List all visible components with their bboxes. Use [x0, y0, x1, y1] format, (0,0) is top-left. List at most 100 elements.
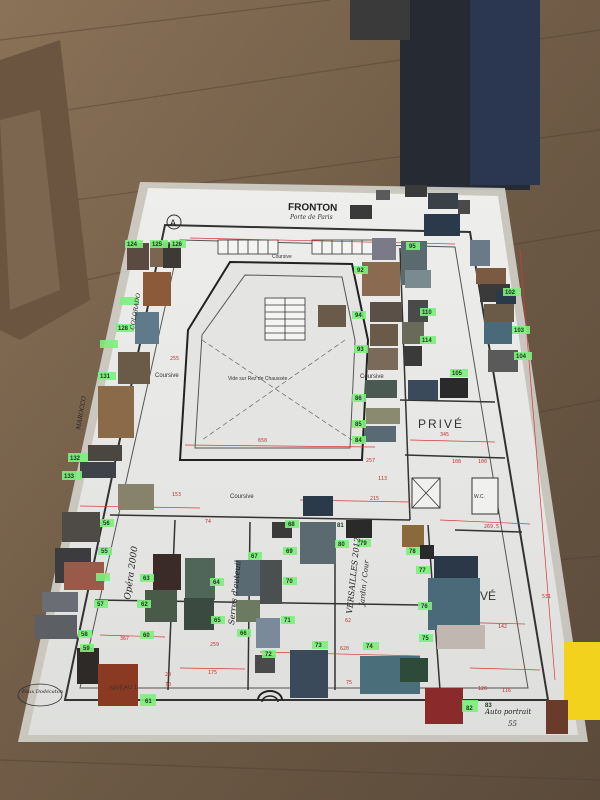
tag-124: 124	[127, 242, 138, 248]
plan-subtitle: Porte de Paris	[289, 214, 333, 221]
tag-95: 95	[409, 244, 416, 250]
wc-room	[471, 477, 499, 515]
tag-69: 69	[286, 549, 293, 555]
dim-620: 620	[340, 646, 349, 652]
tag-131: 131	[100, 374, 111, 380]
room-auto-portrait: Auto portrait	[484, 708, 531, 716]
dim-120: 120	[478, 686, 487, 692]
tag-61: 61	[145, 699, 152, 705]
dim-650: 650	[258, 438, 267, 444]
dim-108: 108	[452, 459, 461, 465]
tag-79: 79	[360, 541, 367, 547]
stair-top-left	[217, 239, 279, 255]
wc-label: W.C.	[474, 494, 485, 500]
tag-81: 81	[337, 523, 344, 529]
tag-132: 132	[70, 456, 81, 462]
lift-cross	[411, 477, 441, 509]
faux-circle	[17, 683, 63, 707]
dim-62: 62	[345, 618, 351, 624]
photo-thumbnails	[35, 185, 568, 734]
void-diagonal	[201, 339, 353, 441]
tag-92: 92	[357, 268, 364, 274]
corridor-label-left: Coursive	[155, 373, 179, 379]
tag-64: 64	[213, 580, 220, 586]
dim-70: 70	[165, 682, 171, 688]
tag-104: 104	[516, 354, 527, 360]
dim-257: 257	[366, 458, 375, 464]
corridor-label-top: Coursive	[272, 254, 292, 260]
tag-67: 67	[251, 554, 258, 560]
tag-85: 85	[355, 422, 362, 428]
tag-56: 56	[103, 521, 110, 527]
staircase	[264, 297, 306, 341]
tag-59: 59	[83, 646, 90, 652]
tag-66: 66	[240, 631, 247, 637]
tag-82: 82	[466, 706, 473, 712]
tag-77: 77	[419, 568, 426, 574]
tag-72: 72	[265, 652, 272, 658]
dim-75: 75	[346, 680, 352, 686]
void-inner	[194, 274, 356, 449]
tag-numbers: 61 62 63 64 65 66 67 68 69 70 71 72 73 7…	[64, 242, 527, 712]
cabinet-panel	[0, 110, 60, 310]
private-short-label: VÉ	[480, 588, 496, 603]
corridor-label-right: Coursive	[360, 374, 384, 380]
tag-71: 71	[284, 618, 291, 624]
tag-105: 105	[452, 371, 463, 377]
tag-70: 70	[286, 579, 293, 585]
dimension-values: 650 345 255 257 269.5 259 367 620 175 14…	[120, 356, 551, 694]
number-tags	[62, 240, 532, 712]
tag-83: 83	[485, 703, 492, 709]
dim-259: 259	[210, 642, 219, 648]
section-marker-circle	[166, 214, 182, 230]
tag-78: 78	[409, 549, 416, 555]
dim-2695: 269.5	[484, 524, 499, 530]
tag-65: 65	[214, 618, 221, 624]
dim-116: 116	[502, 688, 511, 694]
tag-94: 94	[355, 313, 362, 319]
dim-20: 20	[165, 672, 171, 678]
dim-153: 153	[172, 492, 181, 498]
room-auto-portrait-num: 55	[508, 720, 517, 728]
tag-55: 55	[101, 549, 108, 555]
private-label: PRIVÉ	[418, 416, 464, 431]
tag-110: 110	[422, 310, 432, 316]
tag-84: 84	[355, 438, 362, 444]
dim-113: 113	[378, 476, 387, 482]
plan-title: FRONTON	[288, 202, 337, 214]
room-faux: Faux Dodécaton	[21, 688, 63, 695]
tag-126: 126	[172, 242, 183, 248]
dim-100: 100	[478, 459, 487, 465]
level-label: NIVEAU 1	[110, 685, 138, 692]
yellow-tab	[564, 642, 600, 720]
tag-68: 68	[288, 522, 295, 528]
tag-76: 76	[421, 604, 428, 610]
tag-80: 80	[338, 542, 345, 548]
void-label: Vide sur Rez de Chaussée	[228, 376, 288, 382]
void-diagonal	[201, 339, 346, 441]
tag-93: 93	[357, 347, 364, 353]
tag-63: 63	[143, 576, 150, 582]
dim-255: 255	[170, 356, 179, 362]
tag-75: 75	[422, 636, 429, 642]
tag-62: 62	[141, 602, 148, 608]
tag-58: 58	[81, 632, 88, 638]
entrance-arc-inner	[261, 695, 279, 703]
tag-74: 74	[366, 644, 373, 650]
section-marker: A	[170, 218, 176, 228]
corridor-label-bottom: Coursive	[230, 494, 254, 500]
person-legs	[350, 0, 540, 190]
tag-102: 102	[505, 290, 516, 296]
tag-133: 133	[64, 474, 75, 480]
tag-57: 57	[97, 602, 104, 608]
tag-114: 114	[422, 338, 432, 344]
dim-175: 175	[208, 670, 217, 676]
tag-60: 60	[143, 633, 150, 639]
tag-86: 86	[355, 396, 362, 402]
tag-103: 103	[514, 328, 525, 334]
dim-345: 345	[440, 432, 449, 438]
dim-215: 215	[370, 496, 379, 502]
tag-128: 128	[118, 326, 129, 332]
tag-125: 125	[152, 242, 163, 248]
